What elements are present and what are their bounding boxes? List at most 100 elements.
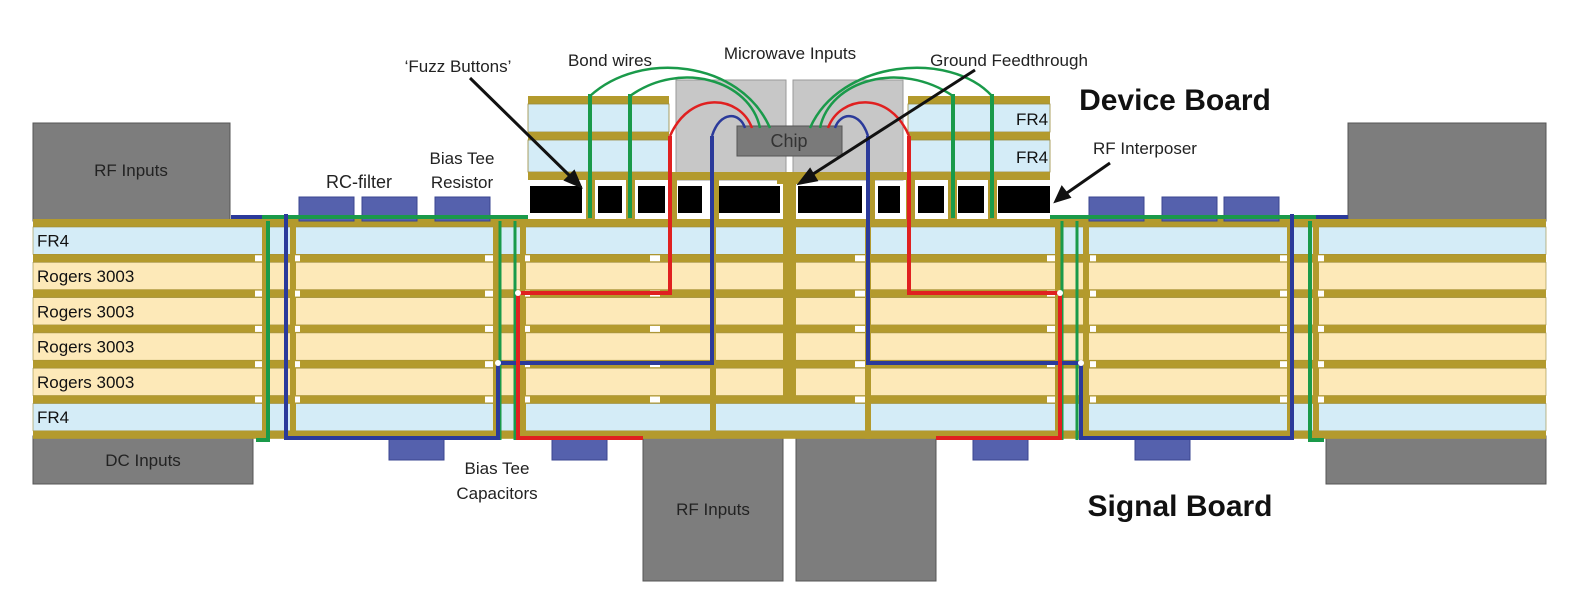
interposer-segment <box>530 186 582 213</box>
bond-wires <box>589 66 993 137</box>
bias-tee-capacitors-label-line2: Capacitors <box>456 484 537 503</box>
bias-tee-capacitors-label-line1: Bias Tee <box>465 459 530 478</box>
interposer-segment <box>878 186 900 213</box>
trace-gap <box>525 396 530 403</box>
trace-gap <box>1318 325 1324 332</box>
trace-gap <box>1280 255 1287 262</box>
fuzz-button <box>668 180 677 219</box>
signal-via-wall <box>1083 219 1089 439</box>
annotation-arrows <box>468 68 1111 204</box>
rf-inputs-left-label: RF Inputs <box>94 161 168 180</box>
trace-gap <box>1318 255 1324 262</box>
chip-body <box>736 125 843 157</box>
trace-gap <box>855 361 865 368</box>
ground-feedthrough-label: Ground Feedthrough <box>930 51 1088 70</box>
trace-gap <box>855 255 865 262</box>
dc-inputs-right-block <box>1325 435 1547 485</box>
signal-copper-layer <box>33 430 1546 439</box>
trace-gap <box>650 255 660 262</box>
bond-wire-blue <box>710 114 747 137</box>
ground-trace-left <box>231 215 528 442</box>
bias-tee-resistor-label-line2: Resistor <box>431 173 494 192</box>
arrow-head <box>1053 185 1072 204</box>
arrow-head <box>563 169 583 189</box>
trace-gap <box>525 325 530 332</box>
trace-gap <box>485 396 493 403</box>
junction-dot <box>1057 290 1063 296</box>
trace-gap <box>255 290 262 297</box>
interposer-segment <box>958 186 984 213</box>
rf-inputs-left-block <box>32 122 231 222</box>
device-copper-layer <box>528 96 669 104</box>
device-fr4-layer <box>907 139 1051 173</box>
trace-gap <box>525 255 530 262</box>
microwave-inputs-label: Microwave Inputs <box>724 44 856 63</box>
signal-traces <box>231 94 1348 442</box>
rc-filter-label: RC-filter <box>326 172 392 192</box>
bond-wire-red <box>826 101 911 137</box>
trace-gap <box>1280 361 1287 368</box>
trace-gap <box>255 255 262 262</box>
trace-gap <box>1318 361 1324 368</box>
trace-gap <box>295 325 300 332</box>
signal-layer-label: FR4 <box>37 408 69 427</box>
rf-inputs-bottom-block-right <box>795 435 937 582</box>
junction-dot <box>1078 360 1084 366</box>
trace-gap <box>855 396 865 403</box>
rf-interposer-label: RF Interposer <box>1093 139 1197 158</box>
interposer-segment <box>638 186 665 213</box>
device-board-stack <box>527 96 1051 180</box>
device-copper-layer <box>908 172 1050 180</box>
trace-gap <box>1047 325 1055 332</box>
signal-layer-label: Rogers 3003 <box>37 302 134 321</box>
signal-via-wall <box>493 219 499 439</box>
fuzz-button <box>710 180 719 219</box>
trace-gap <box>1090 255 1096 262</box>
trace-gap <box>1047 396 1055 403</box>
signal-layer-label: Rogers 3003 <box>37 338 134 357</box>
bias-tee-resistor-label-line1: Bias Tee <box>430 149 495 168</box>
bias-tee-capacitor-pad <box>551 436 608 461</box>
bond-wire-green <box>629 76 762 129</box>
interposer-segment <box>718 186 780 213</box>
trace-gap <box>1318 396 1324 403</box>
trace-gap <box>1090 396 1096 403</box>
device-ground-via <box>588 94 994 218</box>
ground-feedthrough-arrow <box>809 68 976 178</box>
device-copper-layer <box>528 172 669 180</box>
device-fr4-bottom-label: FR4 <box>1016 148 1048 167</box>
trace-gap <box>855 290 865 297</box>
signal-layer-label: Rogers 3003 <box>37 373 134 392</box>
trace-gap <box>1047 255 1055 262</box>
bond-wire-green <box>808 66 993 129</box>
trace-gap <box>650 396 660 403</box>
bond-wire-green <box>818 76 954 129</box>
junction-dot <box>495 360 501 366</box>
device-fr4-layer <box>527 103 670 133</box>
trace-gap <box>295 361 300 368</box>
signal-via-wall <box>520 219 526 439</box>
interposer-segment <box>798 186 862 213</box>
dc-inputs-label: DC Inputs <box>105 451 181 470</box>
rf-interposer-arrow <box>1063 161 1111 197</box>
rf-inputs-right-block <box>1347 122 1547 222</box>
ground-trace-right <box>1050 215 1348 442</box>
trace-gap <box>255 325 262 332</box>
chip-label: Chip <box>770 131 807 151</box>
device-copper-layer <box>669 172 908 180</box>
trace-gap <box>1280 396 1287 403</box>
trace-gap <box>1090 290 1096 297</box>
bottom-pad <box>1134 436 1191 461</box>
bond-wires-label: Bond wires <box>568 51 652 70</box>
arrow-head <box>796 167 819 186</box>
interposer-segment <box>998 186 1050 213</box>
trace-gap <box>255 396 262 403</box>
interposer-segment <box>678 186 702 213</box>
trace-gap <box>1280 325 1287 332</box>
trace-gap <box>1090 325 1096 332</box>
bias-tee-capacitor-pad <box>972 436 1029 461</box>
ground-feedthrough-cap <box>777 178 802 184</box>
signal-layer-label: Rogers 3003 <box>37 267 134 286</box>
device-copper-layer <box>908 96 1050 104</box>
device-copper-layer <box>908 132 1050 140</box>
